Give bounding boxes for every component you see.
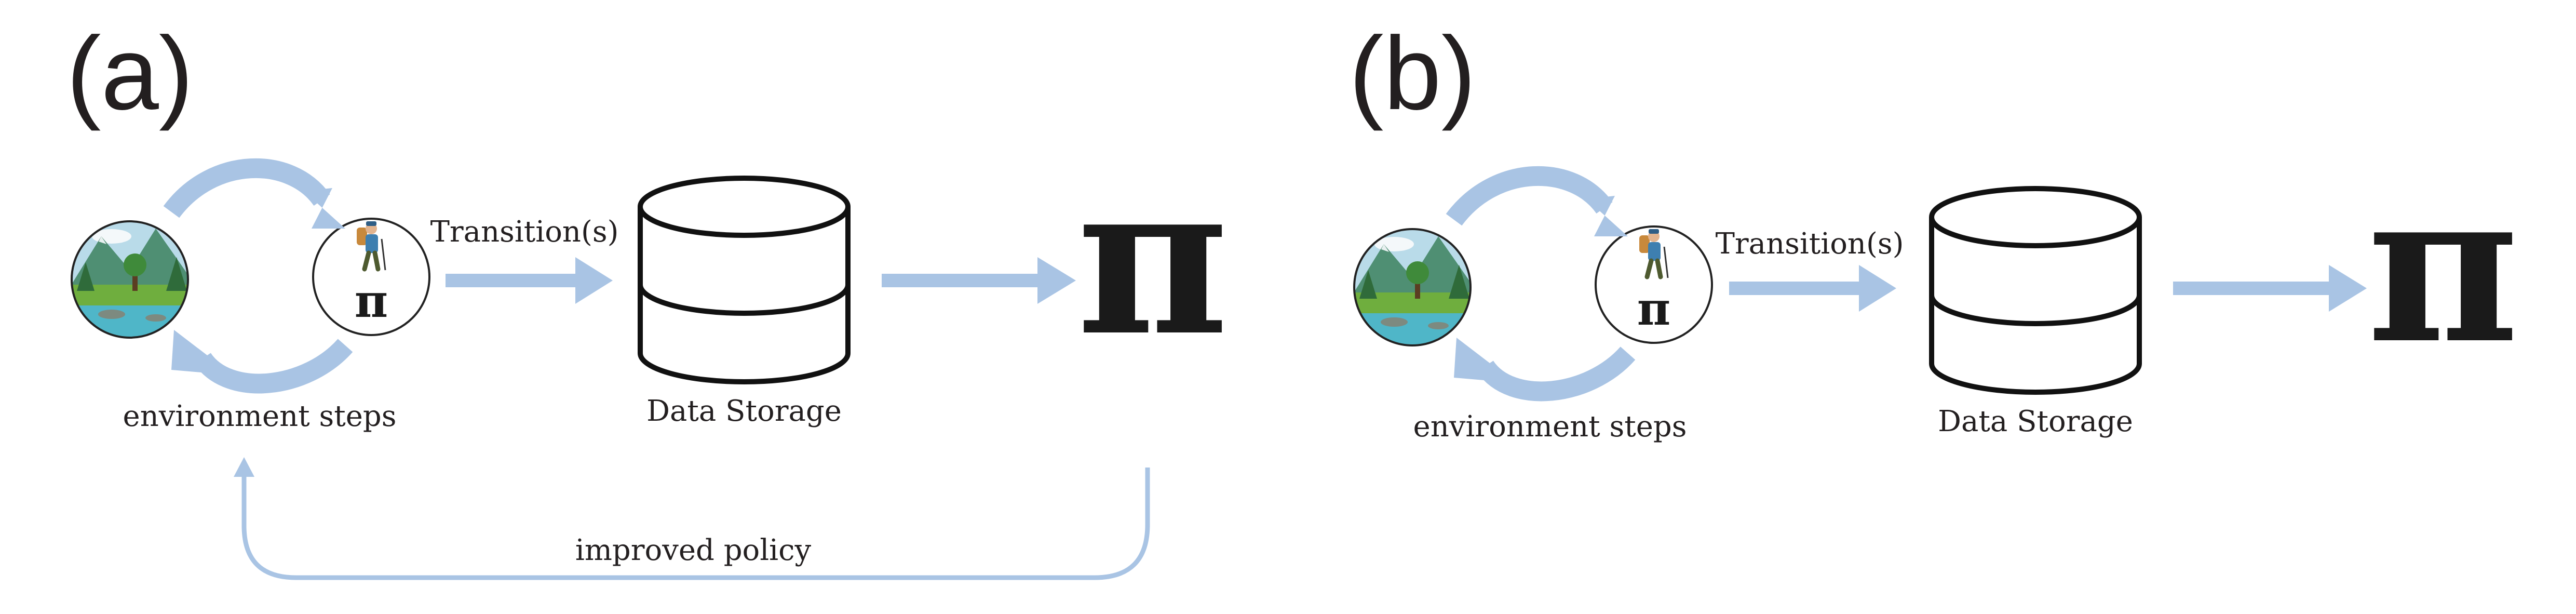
panel-a-label: (a) — [66, 16, 193, 131]
policy-pi-symbol: π — [2367, 145, 2519, 390]
env-steps-label: environment steps — [123, 399, 397, 433]
data-storage-icon — [638, 176, 851, 384]
storage-label: Data Storage — [646, 394, 842, 428]
data-storage-icon — [1929, 186, 2142, 395]
agent-pi-symbol: π — [1637, 282, 1670, 336]
cycle-arrow-top — [163, 158, 345, 229]
improved-policy-label: improved policy — [575, 533, 812, 567]
hiker-icon — [1639, 229, 1669, 279]
agent-node: π — [1595, 225, 1713, 344]
panel-b: (b) — [1349, 16, 2519, 444]
agent-circle — [312, 218, 430, 336]
feedback-loop-arrow — [234, 457, 1150, 580]
panel-b-label: (b) — [1349, 16, 1476, 131]
transition-label: Transition(s) — [430, 215, 619, 249]
environment-icon — [1353, 228, 1472, 346]
transition-label: Transition(s) — [1716, 227, 1904, 261]
storage-label: Data Storage — [1938, 405, 2133, 438]
environment-icon — [71, 220, 189, 339]
agent-pi-symbol: π — [355, 274, 388, 328]
transition-arrow — [1729, 265, 1896, 312]
policy-update-arrow — [2173, 265, 2367, 312]
agent-node: π — [312, 218, 430, 336]
agent-circle — [1595, 225, 1713, 344]
policy-update-arrow — [882, 257, 1076, 304]
hiker-icon — [357, 221, 386, 272]
cycle-arrow-bottom — [1454, 338, 1636, 402]
policy-pi-symbol: π — [1077, 138, 1229, 382]
transition-arrow — [446, 257, 613, 304]
env-steps-label: environment steps — [1413, 410, 1687, 444]
panel-a: (a) — [66, 16, 1229, 580]
cycle-arrow-top — [1446, 166, 1628, 236]
cycle-arrow-bottom — [171, 330, 353, 394]
